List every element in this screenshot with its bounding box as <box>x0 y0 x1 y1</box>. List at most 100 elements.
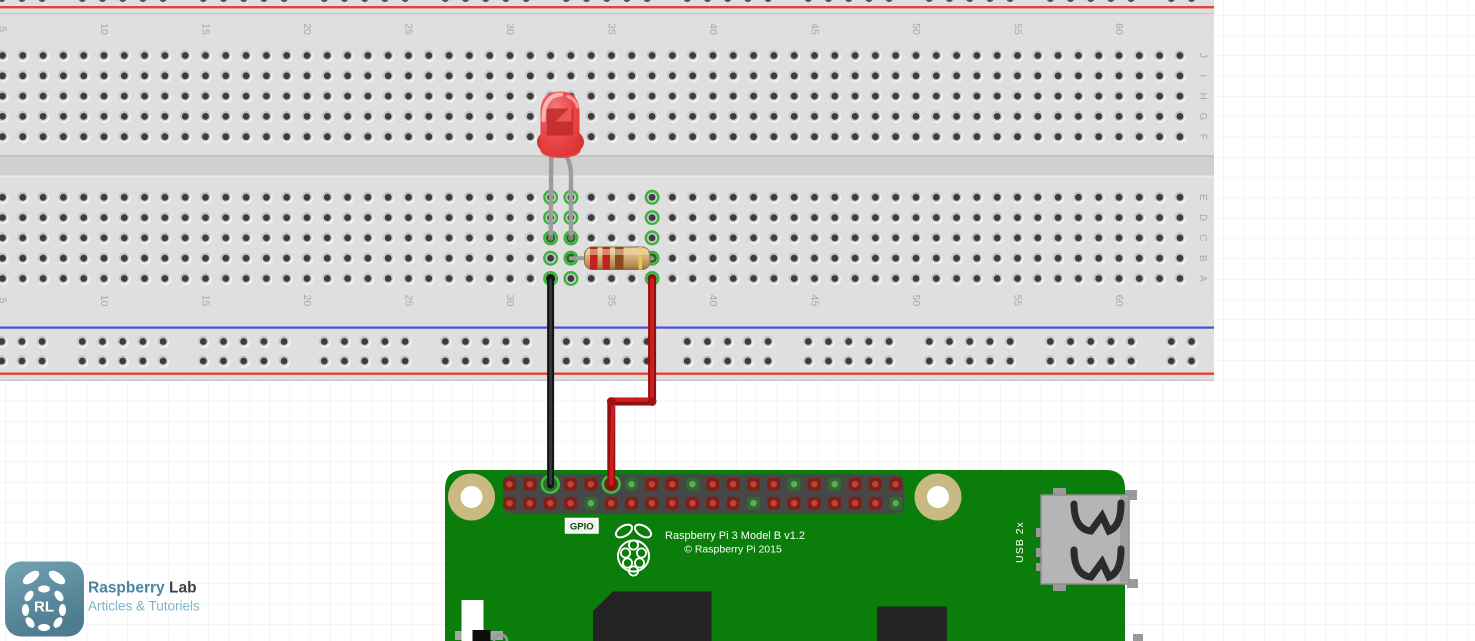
black-jumper-wire[interactable] <box>546 273 556 489</box>
rail-hole-partial <box>845 0 852 3</box>
column-label: 50 <box>910 295 922 307</box>
watermark-tagline: Articles & Tutoriels <box>88 599 200 614</box>
channel-bottom-edge <box>0 175 1214 178</box>
row-label: H <box>1197 92 1208 99</box>
raspberry-pi-logo-icon <box>614 523 653 577</box>
gpio-pin-socket <box>547 500 554 507</box>
pi-copyright-text: © Raspberry Pi 2015 <box>684 544 782 556</box>
rail-hole-partial <box>825 0 832 3</box>
gpio-pin-socket <box>506 500 513 507</box>
column-label: 15 <box>200 23 212 35</box>
chip-2 <box>877 606 947 641</box>
column-label: 60 <box>1113 295 1125 307</box>
row-label: J <box>1197 53 1208 58</box>
resistor-band-red-1 <box>590 247 598 270</box>
rail-hole-partial <box>966 0 973 3</box>
rail-hole-partial <box>1087 0 1094 3</box>
rail-hole-partial <box>159 0 167 3</box>
column-label: 10 <box>98 23 110 35</box>
bottom-rail-red-line <box>0 372 1214 375</box>
rail-hole-partial <box>200 0 207 3</box>
column-label: 25 <box>403 295 415 307</box>
circuit-components <box>537 91 657 489</box>
wire-bend <box>606 397 616 406</box>
row-label: A <box>1197 275 1208 282</box>
rail-hole-partial <box>1047 0 1054 3</box>
rail-hole-partial <box>643 0 651 3</box>
rail-hole-partial <box>1107 0 1115 3</box>
rail-hole-partial <box>865 0 873 3</box>
rail-hole-partial <box>946 0 953 3</box>
gpio-pin-socket <box>750 481 757 488</box>
raspberry-lab-berry-icon <box>21 570 67 632</box>
column-label: 40 <box>707 23 719 35</box>
rail-hole-partial <box>260 0 268 3</box>
rail-hole-partial <box>724 0 731 3</box>
column-label: 5 <box>0 26 9 32</box>
gpio-pin-socket <box>892 500 899 507</box>
rail-hole-partial <box>583 0 590 3</box>
column-label: 45 <box>809 295 821 307</box>
rail-hole-partial <box>361 0 368 3</box>
gpio-pin-socket <box>628 481 635 488</box>
rail-hole-partial <box>623 0 631 3</box>
gpio-pin-socket <box>790 500 798 507</box>
gpio-pin-socket <box>811 500 818 507</box>
rail-hole-partial <box>321 0 328 3</box>
column-label: 30 <box>504 295 516 307</box>
column-label: 15 <box>200 295 212 307</box>
rail-hole-partial <box>684 0 691 3</box>
gpio-pin-socket <box>567 481 574 488</box>
mount-hole-left-center <box>460 486 483 508</box>
usb-port <box>1036 488 1143 641</box>
usb-label: USB 2x <box>1014 521 1026 563</box>
breadboard-holes <box>0 0 1198 368</box>
top-rail-red-line <box>0 6 1214 9</box>
mount-hole-right-center <box>927 486 949 508</box>
rail-hole-partial <box>220 0 227 3</box>
red-led[interactable] <box>537 91 584 159</box>
rail-hole-partial <box>704 0 711 3</box>
row-label: G <box>1197 113 1208 121</box>
breadboard-bottom-edge <box>0 379 1214 381</box>
connected-hole-ring <box>644 210 660 226</box>
rail-hole-partial <box>240 0 247 3</box>
led-gloss-2 <box>566 95 579 109</box>
gpio-pin-socket <box>608 500 615 507</box>
gpio-header[interactable] <box>503 474 905 514</box>
gpio-pin-socket <box>770 500 777 507</box>
rail-hole-partial <box>603 0 610 3</box>
column-label: 25 <box>403 23 415 35</box>
rail-hole-partial <box>99 0 106 3</box>
connected-hole-ring <box>644 189 660 205</box>
gpio-pin-socket <box>506 481 513 488</box>
gpio-pin-socket <box>587 481 595 488</box>
rail-hole-partial <box>18 0 26 3</box>
rail-hole-partial <box>462 0 469 3</box>
column-label: 5 <box>0 298 9 304</box>
rail-hole-partial <box>442 0 449 3</box>
rail-hole-partial <box>563 0 570 3</box>
gpio-pin-socket <box>648 481 656 488</box>
red-jumper-wire[interactable] <box>606 274 657 489</box>
gpio-pin-socket <box>628 500 635 507</box>
gpio-pin-socket <box>729 481 737 488</box>
rail-hole-partial <box>38 0 46 3</box>
usb-connector-bottom <box>1070 545 1125 582</box>
rail-hole-partial <box>280 0 288 3</box>
center-channel <box>0 155 1214 178</box>
rail-hole-partial <box>502 0 510 3</box>
gpio-pin-socket <box>567 500 574 507</box>
bottom-rail-blue-line <box>0 326 1214 329</box>
gpio-pin-socket <box>668 500 676 507</box>
resistor-band-gold <box>638 247 642 270</box>
resistor-220-ohm[interactable] <box>568 246 655 271</box>
raspberry-pi-board[interactable]: GPIO Raspberry Pi 3 Model B v1.2 © Raspb… <box>445 470 1143 641</box>
rail-hole-partial <box>1188 0 1195 3</box>
gpio-pin-socket <box>689 500 696 507</box>
resistor-band-brown <box>615 247 624 270</box>
soc-chip <box>593 591 712 641</box>
breadboard[interactable]: 5510101515202025253030353540404545505055… <box>0 0 1214 381</box>
rail-hole-partial <box>1127 0 1135 3</box>
